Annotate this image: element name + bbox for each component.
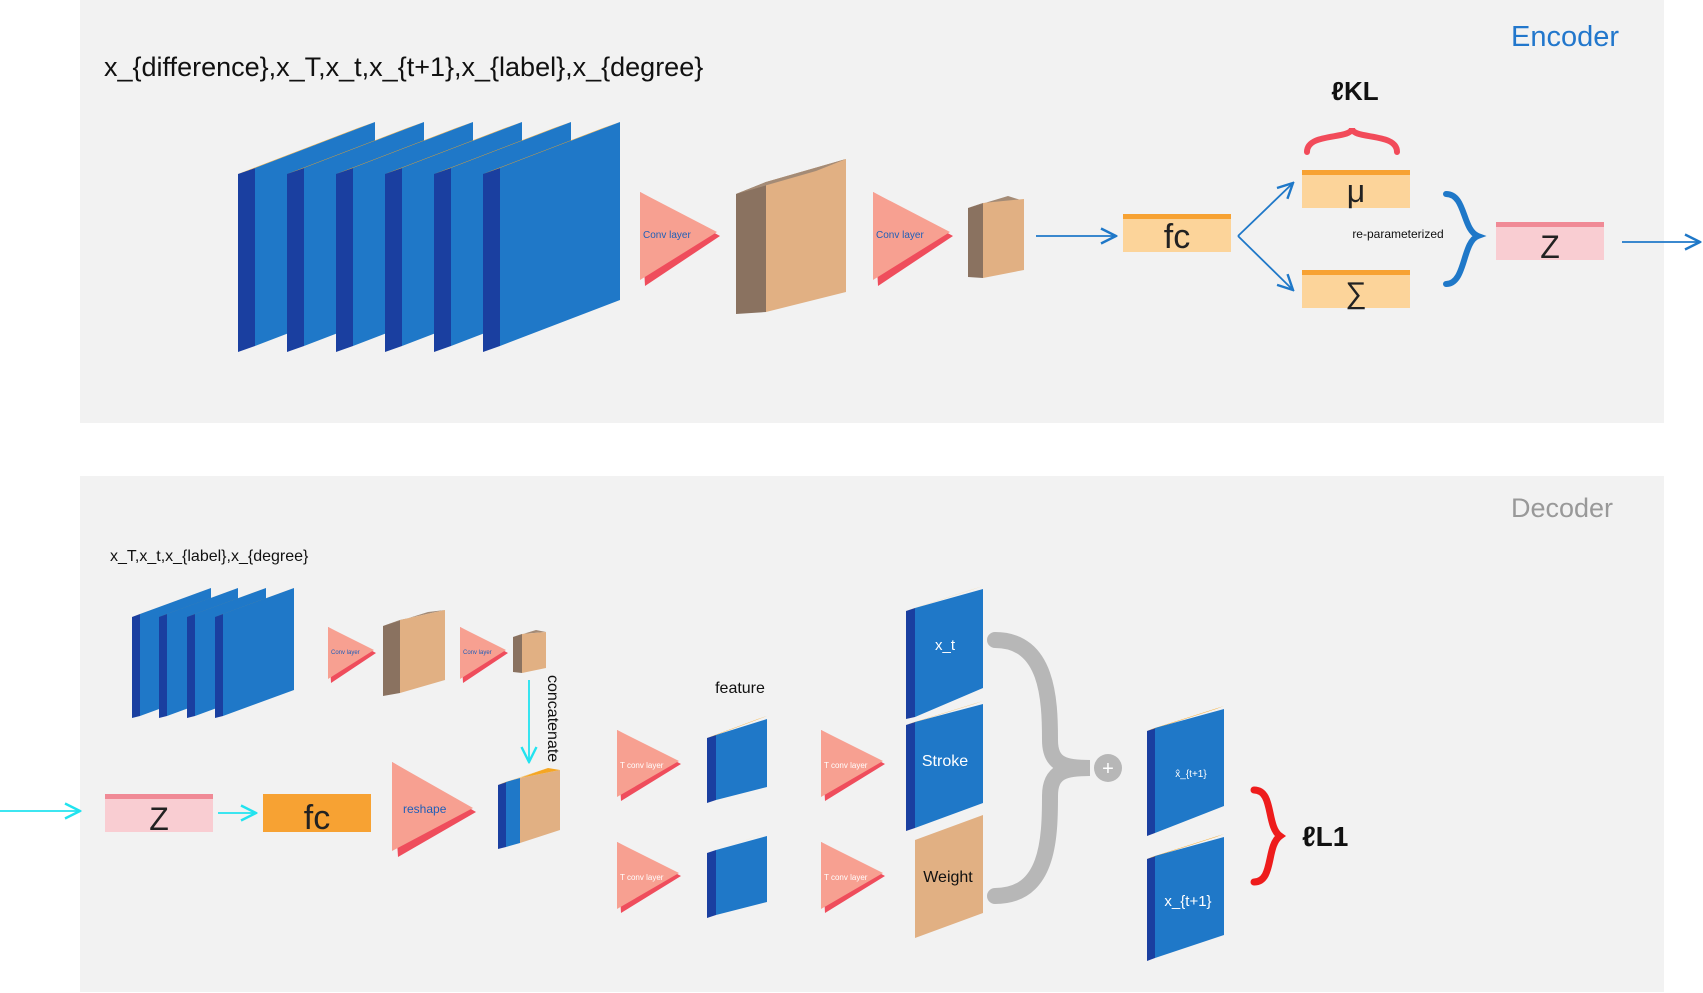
decoder-reshape-layer: reshape bbox=[392, 762, 476, 857]
encoder-z-label: Z bbox=[1540, 229, 1560, 265]
decoder-conv-layer-2: Conv layer bbox=[460, 627, 508, 683]
decoder-plus-label: + bbox=[1102, 758, 1114, 780]
decoder-tconv-layer-2: T conv layer bbox=[617, 842, 681, 913]
encoder-input-slab bbox=[483, 122, 620, 352]
decoder-combine-brace bbox=[987, 632, 1091, 904]
encoder-fc-bar: fc bbox=[1123, 214, 1231, 256]
decoder-stroke-label: Stroke bbox=[922, 753, 968, 770]
decoder-tconv-label-3: T conv layer bbox=[824, 761, 868, 770]
decoder-feature-block-upper bbox=[707, 716, 767, 803]
encoder-fc-label: fc bbox=[1164, 218, 1190, 256]
encoder-mu-bar: μ bbox=[1302, 170, 1410, 209]
decoder-feature-block-lower bbox=[707, 833, 767, 918]
encoder-kl-brace bbox=[1304, 126, 1400, 155]
decoder-weight-label: Weight bbox=[923, 869, 973, 886]
encoder-conv-label-2: Conv layer bbox=[876, 230, 924, 241]
decoder-xhat-block: x̂_{t+1} bbox=[1147, 706, 1224, 836]
decoder-concatenate-label: concatenate bbox=[544, 675, 561, 762]
decoder-concatenated-block bbox=[498, 768, 560, 849]
encoder-mu-label: μ bbox=[1347, 173, 1365, 209]
encoder-z-bar: Z bbox=[1496, 222, 1604, 265]
decoder-panel bbox=[80, 476, 1664, 992]
decoder-tconv-label-1: T conv layer bbox=[620, 761, 664, 770]
decoder-l1-brace bbox=[1250, 786, 1287, 886]
decoder-tconv-layer-1: T conv layer bbox=[617, 730, 681, 801]
decoder-l1-loss-label: ℓL1 bbox=[1302, 821, 1348, 852]
decoder-z-bar: Z bbox=[105, 794, 213, 837]
decoder-tconv-label-4: T conv layer bbox=[824, 873, 868, 882]
encoder-input-label: x_{difference},x_T,x_t,x_{t+1},x_{label}… bbox=[104, 52, 703, 82]
decoder-xnext-block: x_{t+1} bbox=[1147, 834, 1224, 961]
encoder-feature-block-1 bbox=[736, 159, 846, 314]
decoder-tconv-layer-4: T conv layer bbox=[821, 842, 885, 913]
decoder-input-label: x_T,x_t,x_{label},x_{degree} bbox=[110, 548, 309, 565]
encoder-arrow-to-mu bbox=[1237, 183, 1293, 237]
encoder-kl-loss-label: ℓKL bbox=[1331, 76, 1378, 106]
decoder-plus-icon bbox=[1094, 754, 1122, 782]
encoder-reparameterized-label: re-parameterized bbox=[1352, 227, 1443, 241]
decoder-xt-label: x_t bbox=[935, 637, 956, 654]
encoder-arrow-to-sigma bbox=[1237, 235, 1293, 290]
decoder-stroke-block: Stroke bbox=[906, 701, 983, 831]
decoder-xhat-label: x̂_{t+1} bbox=[1175, 768, 1207, 780]
decoder-z-label: Z bbox=[149, 801, 169, 837]
encoder-conv-layer-1: Conv layer bbox=[640, 192, 720, 286]
decoder-fc-bar: fc bbox=[263, 794, 371, 837]
encoder-reparam-brace bbox=[1443, 191, 1487, 287]
decoder-weight-block: Weight bbox=[915, 815, 983, 938]
decoder-input-stack bbox=[132, 588, 294, 718]
decoder-tconv-layer-3: T conv layer bbox=[821, 730, 885, 801]
encoder-conv-label-1: Conv layer bbox=[643, 230, 691, 241]
encoder-feature-block-2 bbox=[968, 196, 1024, 278]
decoder-conv-label-1: Conv layer bbox=[331, 650, 360, 656]
decoder-fc-label: fc bbox=[304, 799, 330, 837]
decoder-xnext-label: x_{t+1} bbox=[1164, 893, 1211, 910]
encoder-sigma-bar: ∑ bbox=[1302, 270, 1410, 310]
decoder-title: Decoder bbox=[1511, 493, 1613, 523]
encoder-conv-layer-2: Conv layer bbox=[873, 192, 953, 286]
decoder-input-slab bbox=[215, 588, 294, 718]
encoder-title: Encoder bbox=[1511, 21, 1619, 53]
decoder-feature-block-1 bbox=[383, 610, 445, 696]
decoder-conv-label-2: Conv layer bbox=[463, 650, 492, 656]
encoder-input-stack bbox=[238, 122, 620, 352]
decoder-feature-block-2 bbox=[513, 630, 546, 673]
decoder-conv-layer-1: Conv layer bbox=[328, 627, 376, 683]
decoder-xt-block: x_t bbox=[906, 586, 983, 719]
decoder-feature-label: feature bbox=[715, 680, 765, 697]
decoder-reshape-label: reshape bbox=[403, 802, 447, 816]
encoder-sigma-label: ∑ bbox=[1345, 277, 1366, 310]
decoder-tconv-label-2: T conv layer bbox=[620, 873, 664, 882]
